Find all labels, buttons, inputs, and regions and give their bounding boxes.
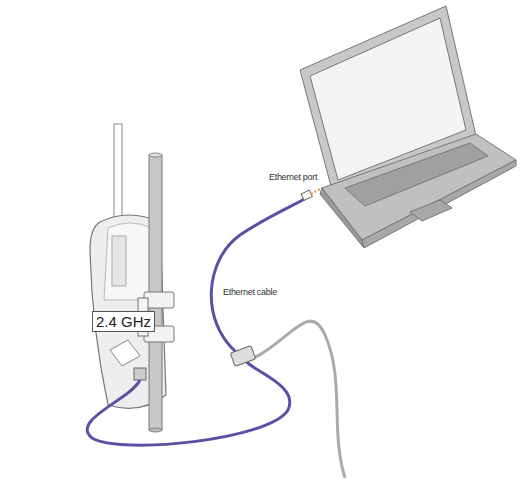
- ethernet-connector: [134, 368, 146, 380]
- cable-label: Ethernet cable: [222, 287, 278, 297]
- power-cable: [254, 321, 345, 478]
- frequency-label: 2.4 GHz: [92, 311, 155, 332]
- ethernet-plug: [301, 190, 312, 200]
- antenna-base: [112, 236, 126, 286]
- port-label: Ethernet port: [268, 172, 318, 182]
- ethernet-cable: [87, 360, 290, 445]
- housing-panel: [104, 223, 156, 300]
- laptop: [300, 6, 516, 248]
- port-cover: [110, 340, 140, 366]
- cable-coupler: [230, 346, 255, 367]
- ethernet-cable: [211, 198, 306, 352]
